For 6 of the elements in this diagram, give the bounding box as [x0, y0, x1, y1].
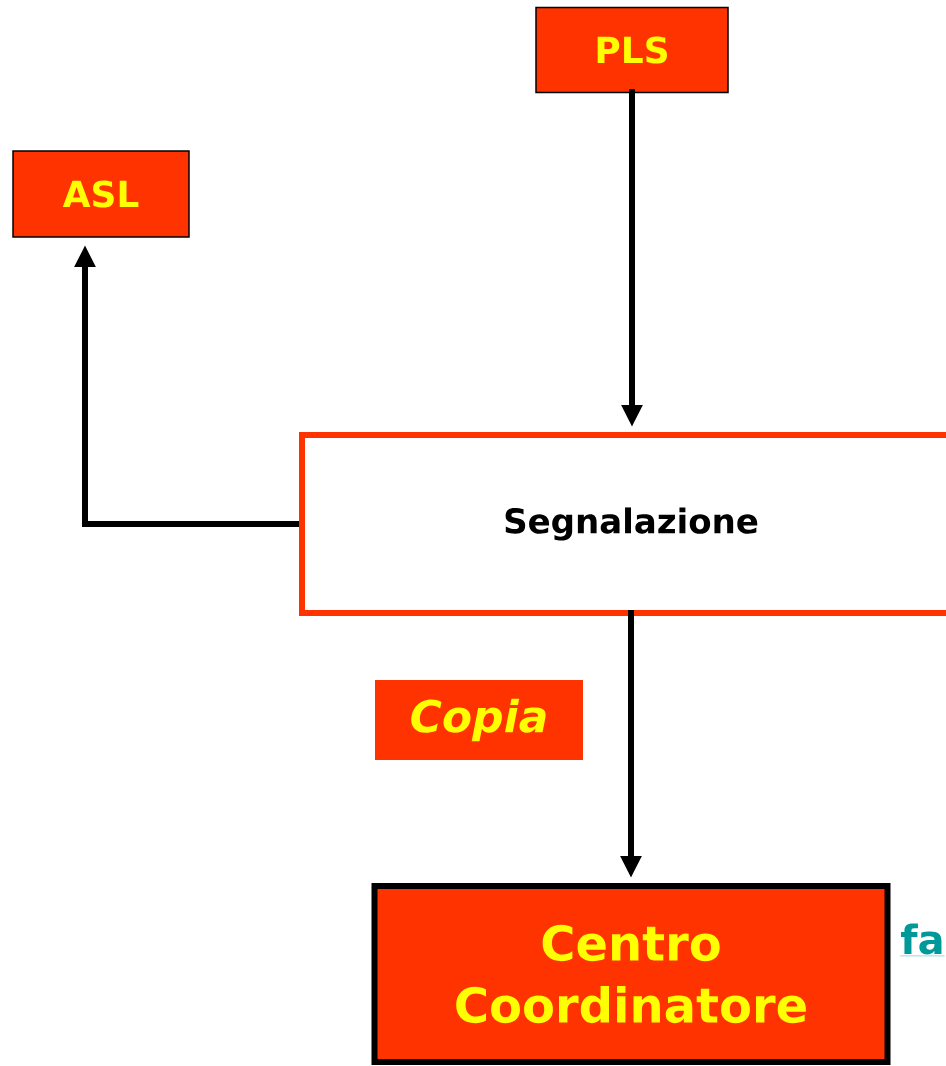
tag-box: Copia	[375, 680, 583, 760]
process-box: PLS	[535, 6, 729, 94]
process-box: Centro Coordinatore	[371, 883, 891, 1065]
process-box: ASL	[12, 150, 190, 238]
process-box: Segnalazione	[299, 432, 946, 616]
link-text: fa	[900, 923, 945, 957]
